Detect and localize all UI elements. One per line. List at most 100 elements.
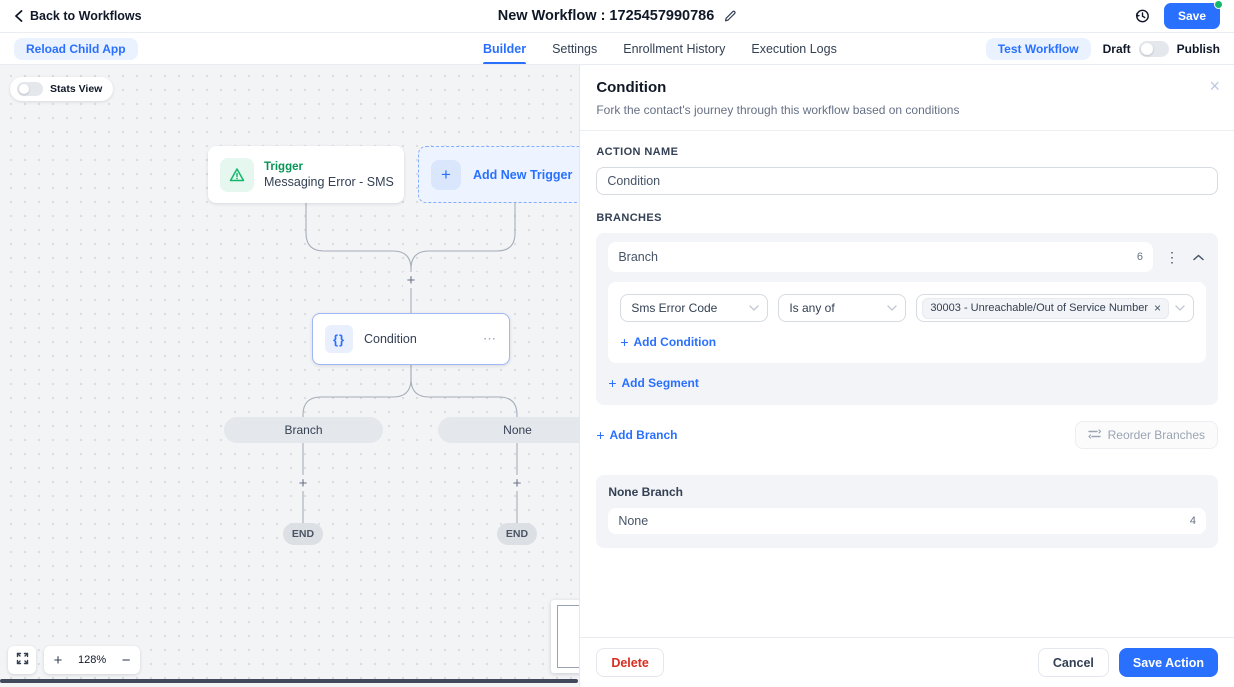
reorder-branches-button[interactable]: Reorder Branches xyxy=(1074,421,1218,449)
canvas-minimap[interactable] xyxy=(551,600,580,673)
add-branch-button[interactable]: + Add Branch xyxy=(596,427,678,443)
condition-value-multiselect[interactable]: 30003 - Unreachable/Out of Service Numbe… xyxy=(916,294,1194,322)
panel-subtitle: Fork the contact's journey through this … xyxy=(596,103,960,117)
plus-icon: + xyxy=(608,375,617,391)
none-path-pill[interactable]: None xyxy=(438,417,580,443)
condition-node[interactable]: {} Condition ⋯ xyxy=(312,313,510,365)
expand-arrows-icon xyxy=(16,652,29,668)
branch-container: 6 ⋮ Sms Error Code xyxy=(596,233,1218,405)
branch-char-count: 6 xyxy=(1136,251,1143,263)
panel-body: ACTION NAME BRANCHES 6 ⋮ xyxy=(580,131,1234,637)
chevron-left-icon xyxy=(14,10,23,22)
toolbar: Reload Child App Builder Settings Enroll… xyxy=(0,33,1234,65)
trigger-node-title: Trigger xyxy=(264,160,303,173)
segment-card: Sms Error Code Is any of 30003 - Unreach… xyxy=(608,282,1206,363)
test-workflow-button[interactable]: Test Workflow xyxy=(985,37,1091,60)
publish-label: Publish xyxy=(1176,41,1220,56)
unsaved-changes-dot xyxy=(1214,0,1223,9)
branch-kebab-menu-icon[interactable]: ⋮ xyxy=(1165,248,1179,265)
workflow-title-group: New Workflow : 1725457990786 xyxy=(498,8,737,24)
delete-button[interactable]: Delete xyxy=(596,648,664,677)
workflow-tabs: Builder Settings Enrollment History Exec… xyxy=(483,33,837,64)
horizontal-scrollbar[interactable] xyxy=(0,679,578,683)
node-menu-ellipsis-icon[interactable]: ⋯ xyxy=(483,331,497,346)
stats-view-label: Stats View xyxy=(50,83,103,95)
save-button[interactable]: Save xyxy=(1163,0,1223,29)
reorder-icon xyxy=(1087,428,1101,442)
condition-editor-panel: Condition Fork the contact's journey thr… xyxy=(580,65,1234,687)
trigger-node[interactable]: Trigger Messaging Error - SMS xyxy=(208,146,404,203)
condition-field-select[interactable]: Sms Error Code xyxy=(620,294,769,322)
braces-icon: {} xyxy=(325,325,353,353)
none-branch-input[interactable] xyxy=(618,514,1190,528)
none-branch-label: None Branch xyxy=(608,485,683,499)
reload-child-app-button[interactable]: Reload Child App xyxy=(14,37,138,60)
none-branch-field[interactable]: 4 xyxy=(608,508,1206,534)
edit-pencil-icon[interactable] xyxy=(723,10,736,23)
none-branch-container: None Branch 4 xyxy=(596,475,1218,548)
top-header: Back to Workflows New Workflow : 1725457… xyxy=(0,0,1234,33)
zoom-in-button[interactable]: + xyxy=(44,646,72,674)
action-name-label: ACTION NAME xyxy=(596,146,679,158)
close-icon[interactable]: × xyxy=(1209,76,1220,96)
chevron-down-icon xyxy=(887,305,898,311)
plus-icon: + xyxy=(431,159,461,190)
minimap-viewport xyxy=(557,605,580,668)
fullscreen-button[interactable] xyxy=(8,646,36,674)
zoom-out-button[interactable]: − xyxy=(112,646,140,674)
none-char-count: 4 xyxy=(1189,515,1196,527)
stats-toggle-switch[interactable] xyxy=(17,82,43,96)
add-new-trigger-button[interactable]: + Add New Trigger xyxy=(418,146,580,203)
selected-value-tag: 30003 - Unreachable/Out of Service Numbe… xyxy=(922,297,1169,319)
condition-row: Sms Error Code Is any of 30003 - Unreach… xyxy=(620,294,1194,322)
add-segment-button[interactable]: + Add Segment xyxy=(608,375,699,391)
back-to-workflows-button[interactable]: Back to Workflows xyxy=(14,9,142,23)
save-action-button[interactable]: Save Action xyxy=(1118,648,1218,677)
branch-name-field[interactable]: 6 xyxy=(608,242,1153,272)
condition-node-label: Condition xyxy=(364,332,417,346)
end-node-branch: END xyxy=(283,523,323,545)
branches-label: BRANCHES xyxy=(596,212,662,224)
workflow-canvas[interactable]: Stats View xyxy=(0,65,581,687)
cancel-button[interactable]: Cancel xyxy=(1037,648,1109,677)
panel-title: Condition xyxy=(596,79,667,96)
add-condition-button[interactable]: + Add Condition xyxy=(620,334,717,350)
chevron-down-icon xyxy=(749,305,760,311)
publish-toggle[interactable] xyxy=(1138,40,1169,57)
workflow-title: New Workflow : 1725457990786 xyxy=(497,8,715,24)
draft-label: Draft xyxy=(1102,41,1131,56)
action-name-input[interactable] xyxy=(596,167,1218,195)
end-node-none: END xyxy=(497,523,537,545)
back-label: Back to Workflows xyxy=(30,9,142,23)
stats-view-toggle[interactable]: Stats View xyxy=(10,77,114,101)
remove-tag-icon[interactable]: × xyxy=(1153,301,1161,315)
branch-actions-row: + Add Branch Reorder Branches xyxy=(596,421,1218,449)
tab-execution-logs[interactable]: Execution Logs xyxy=(751,41,837,56)
zoom-control: + 128% − xyxy=(44,646,141,674)
header-actions: Save xyxy=(1134,0,1223,29)
canvas-zoom-controls: + 128% − xyxy=(8,646,141,674)
version-history-icon[interactable] xyxy=(1134,8,1150,24)
add-new-trigger-label: Add New Trigger xyxy=(473,167,573,182)
tab-builder[interactable]: Builder xyxy=(483,33,527,64)
tab-settings[interactable]: Settings xyxy=(552,41,598,56)
plus-icon: + xyxy=(596,427,605,443)
draft-publish-group: Draft Publish xyxy=(1102,40,1220,57)
trigger-node-subtitle: Messaging Error - SMS xyxy=(264,174,394,189)
add-action-plus-button-none[interactable]: + xyxy=(509,475,525,491)
toolbar-right: Test Workflow Draft Publish xyxy=(985,37,1220,60)
chevron-down-icon xyxy=(1175,305,1185,311)
main-content: Stats View xyxy=(0,65,1234,687)
add-action-plus-button[interactable]: + xyxy=(403,272,419,288)
branch-name-input[interactable] xyxy=(618,250,1137,264)
branch-path-pill[interactable]: Branch xyxy=(224,417,383,443)
add-action-plus-button-branch[interactable]: + xyxy=(295,475,311,491)
condition-operator-select[interactable]: Is any of xyxy=(778,294,907,322)
tab-enrollment-history[interactable]: Enrollment History xyxy=(623,41,726,56)
branch-header-row: 6 ⋮ xyxy=(608,242,1206,272)
trigger-node-text: Trigger Messaging Error - SMS xyxy=(264,161,394,189)
chevron-up-icon[interactable] xyxy=(1191,254,1206,261)
panel-footer: Delete Cancel Save Action xyxy=(580,637,1234,687)
zoom-level: 128% xyxy=(78,654,107,666)
